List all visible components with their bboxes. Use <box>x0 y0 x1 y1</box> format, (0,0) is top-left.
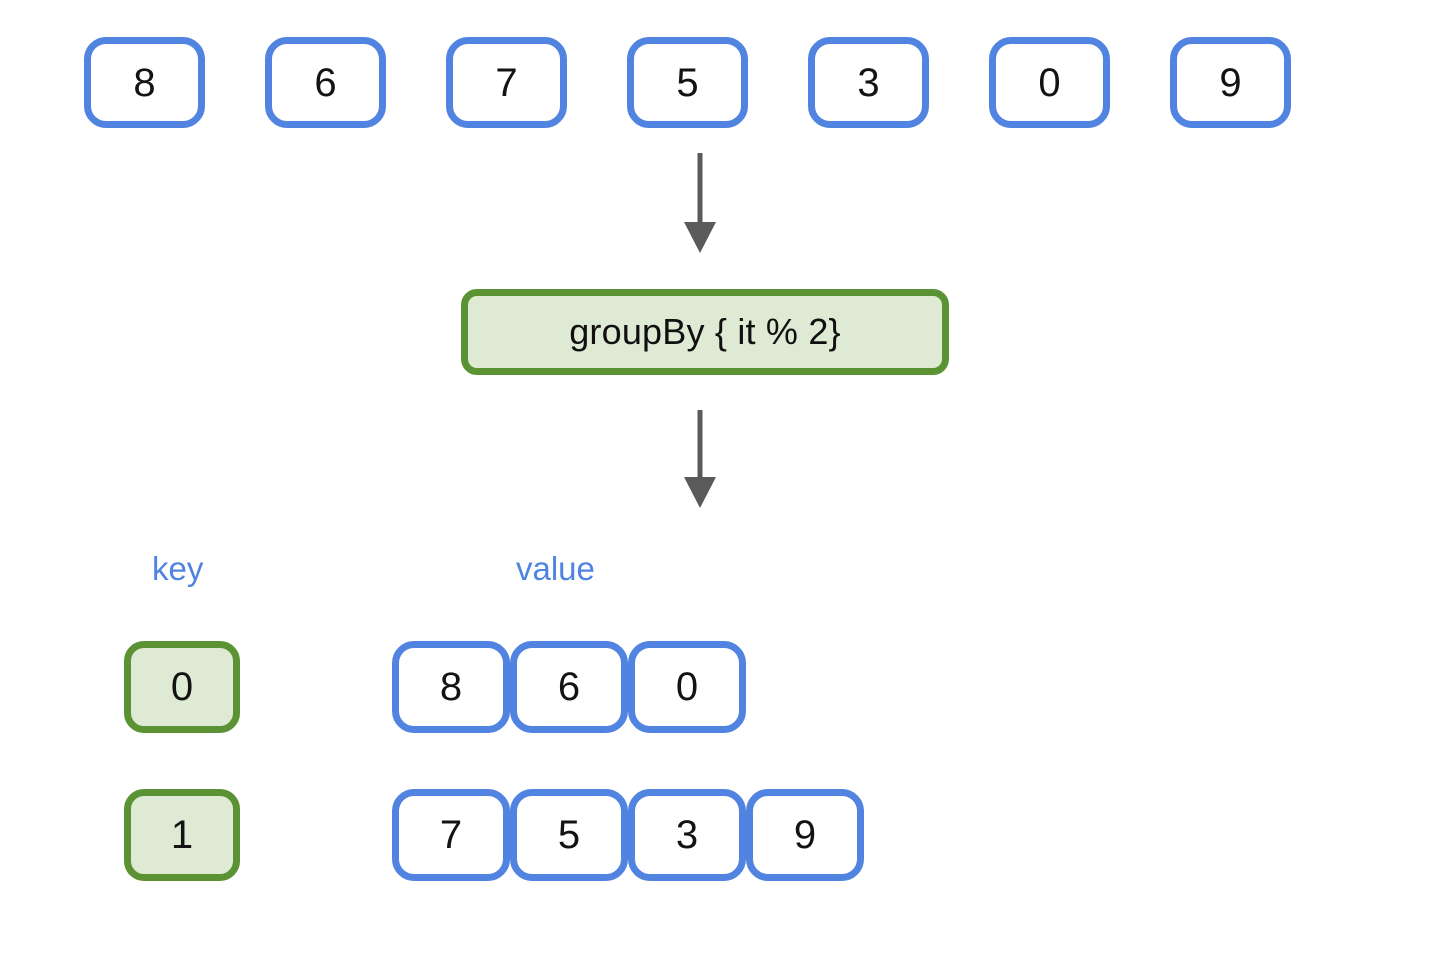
result-value: 7 <box>439 813 463 857</box>
result-value: 9 <box>793 813 817 857</box>
result-key-cell: 0 <box>124 641 240 733</box>
result-value: 5 <box>557 813 581 857</box>
input-cell-value: 6 <box>314 60 337 105</box>
result-value: 8 <box>439 665 463 709</box>
input-cell: 3 <box>808 37 929 128</box>
input-cell: 6 <box>265 37 386 128</box>
result-row: 0 8 6 0 even numbers <box>0 641 1436 733</box>
input-cell: 9 <box>1170 37 1291 128</box>
result-key-value: 0 <box>170 665 194 709</box>
input-cell-value: 9 <box>1219 60 1242 105</box>
input-cell-value: 5 <box>676 60 699 105</box>
result-value-group: 7 5 3 9 <box>392 789 864 881</box>
result-value-cell: 7 <box>392 789 510 881</box>
input-cell-value: 3 <box>857 60 880 105</box>
result-value-cell: 6 <box>510 641 628 733</box>
input-cell: 7 <box>446 37 567 128</box>
input-cell: 5 <box>627 37 748 128</box>
result-value-group: 8 6 0 <box>392 641 746 733</box>
result-value-cell: 9 <box>746 789 864 881</box>
result-key-cell: 1 <box>124 789 240 881</box>
result-value: 3 <box>675 813 699 857</box>
input-cell: 8 <box>84 37 205 128</box>
arrow-down-icon <box>684 410 716 508</box>
column-label-key: key <box>152 550 204 587</box>
result-value-cell: 3 <box>628 789 746 881</box>
input-cell-value: 0 <box>1038 60 1061 105</box>
input-cell-value: 7 <box>495 60 518 105</box>
input-cell: 0 <box>989 37 1110 128</box>
result-key-value: 1 <box>170 813 194 857</box>
result-value-cell: 0 <box>628 641 746 733</box>
result-row: 1 7 5 3 9 odd numbers <box>0 789 1436 881</box>
input-list-row: 8 6 7 5 3 0 9 <box>84 37 1354 128</box>
result-value: 6 <box>557 665 581 709</box>
groupby-operation-box: groupBy { it % 2} <box>461 289 949 375</box>
input-cell-value: 8 <box>133 60 156 105</box>
operation-label: groupBy { it % 2} <box>569 311 841 352</box>
result-value-cell: 5 <box>510 789 628 881</box>
result-value-cell: 8 <box>392 641 510 733</box>
column-label-value: value <box>516 550 595 587</box>
result-value: 0 <box>675 665 699 709</box>
arrow-down-icon <box>684 153 716 253</box>
